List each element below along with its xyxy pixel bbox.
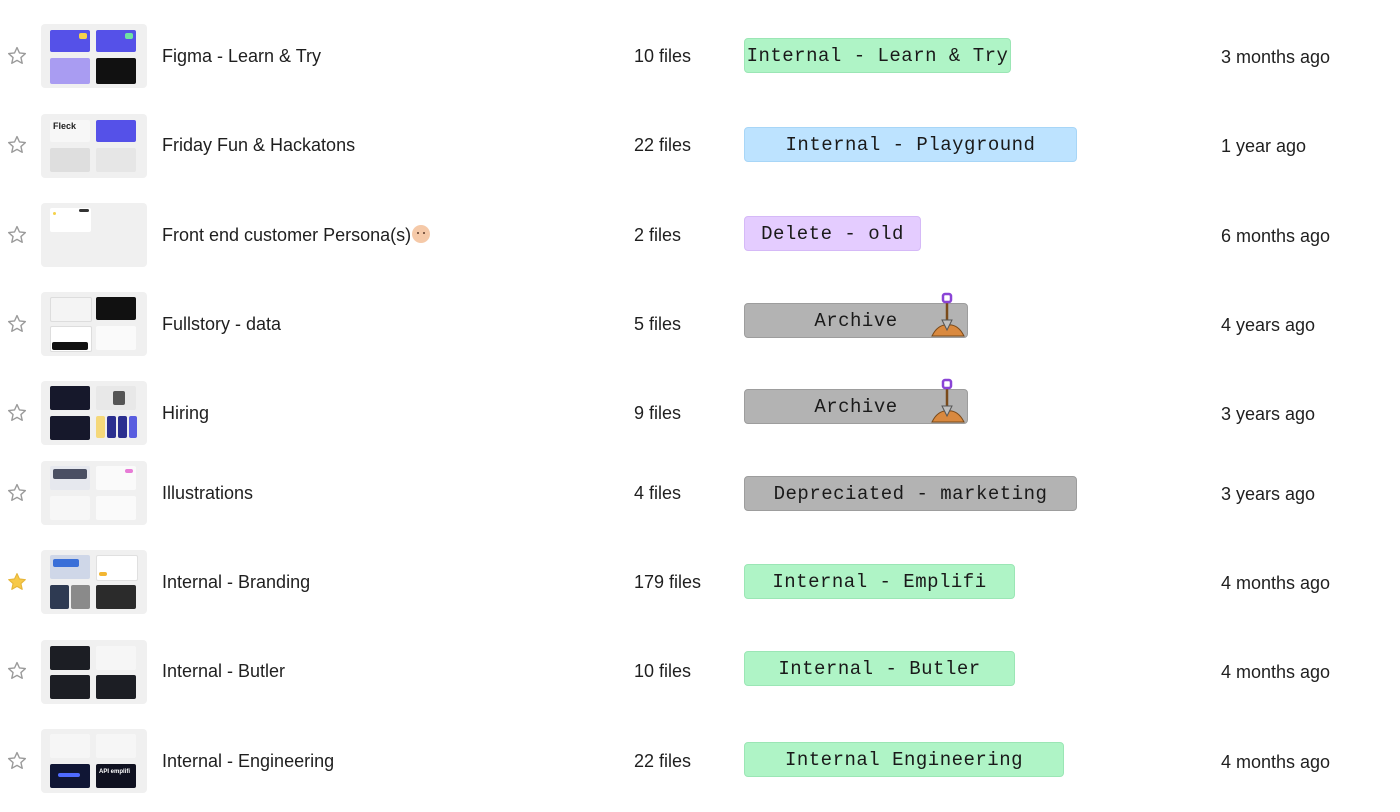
project-name[interactable]: Illustrations [162, 483, 254, 503]
status-tag[interactable]: Archive [744, 303, 968, 338]
last-modified: 3 years ago [1221, 484, 1316, 504]
status-tag[interactable]: Depreciated - marketing [744, 476, 1077, 511]
project-thumbnail[interactable]: Fleck [41, 114, 147, 178]
project-thumbnail[interactable] [41, 640, 147, 704]
last-modified: 4 months ago [1221, 752, 1331, 772]
last-modified: 3 years ago [1221, 404, 1316, 424]
star-icon[interactable] [6, 660, 28, 682]
last-modified: 6 months ago [1221, 226, 1331, 246]
last-modified: 4 years ago [1221, 315, 1316, 335]
project-name[interactable]: Internal - Butler [162, 661, 286, 681]
project-name[interactable]: Internal - Branding [162, 572, 311, 592]
star-icon[interactable] [6, 571, 28, 593]
project-thumbnail[interactable] [41, 381, 147, 445]
project-row[interactable]: Fullstory - data 5 files Archive 4 years… [0, 278, 1400, 367]
project-thumbnail[interactable]: API emplifi [41, 729, 147, 793]
project-name[interactable]: Figma - Learn & Try [162, 46, 322, 66]
thumbnail-caption: Fleck [53, 121, 77, 131]
project-row[interactable]: Fleck Friday Fun & Hackatons 22 files In… [0, 100, 1400, 189]
project-name[interactable]: Hiring [162, 403, 210, 423]
status-tag[interactable]: Internal - Playground [744, 127, 1077, 162]
star-icon[interactable] [6, 45, 28, 67]
file-count: 179 files [634, 572, 702, 592]
baby-face-icon [412, 225, 431, 243]
star-icon[interactable] [6, 402, 28, 424]
thumbnail-caption: API emplifi [99, 769, 131, 775]
star-icon[interactable] [6, 482, 28, 504]
star-icon[interactable] [6, 134, 28, 156]
project-row[interactable]: Illustrations 4 files Depreciated - mark… [0, 456, 1400, 545]
star-icon[interactable] [6, 750, 28, 772]
file-count: 10 files [634, 661, 692, 681]
shovel-icon [931, 378, 965, 423]
file-count: 22 files [634, 135, 692, 155]
status-tag[interactable]: Internal Engineering [744, 742, 1064, 777]
last-modified: 1 year ago [1221, 136, 1307, 156]
project-thumbnail[interactable] [41, 461, 147, 525]
project-thumbnail[interactable] [41, 292, 147, 356]
project-row[interactable]: API emplifi Internal - Engineering 22 fi… [0, 723, 1400, 812]
file-count: 2 files [634, 225, 682, 245]
project-row[interactable]: Front end customer Persona(s) 2 files De… [0, 189, 1400, 278]
last-modified: 4 months ago [1221, 662, 1331, 682]
status-tag[interactable]: Internal - Learn & Try [744, 38, 1011, 73]
project-thumbnail[interactable] [41, 203, 147, 267]
project-row[interactable]: Internal - Branding 179 files Internal -… [0, 545, 1400, 634]
status-tag[interactable]: Internal - Emplifi [744, 564, 1015, 599]
project-thumbnail[interactable] [41, 24, 147, 88]
file-count: 5 files [634, 314, 682, 334]
project-name[interactable]: Friday Fun & Hackatons [162, 135, 356, 155]
status-tag[interactable]: Internal - Butler [744, 651, 1015, 686]
last-modified: 3 months ago [1221, 47, 1331, 67]
status-tag[interactable]: Archive [744, 389, 968, 424]
project-row[interactable]: Figma - Learn & Try 10 files Internal - … [0, 11, 1400, 100]
project-row[interactable]: Internal - Butler 10 files Internal - Bu… [0, 634, 1400, 723]
file-count: 4 files [634, 483, 682, 503]
project-thumbnail[interactable] [41, 550, 147, 614]
star-icon[interactable] [6, 224, 28, 246]
file-count: 22 files [634, 751, 692, 771]
file-count: 9 files [634, 403, 682, 423]
shovel-icon [931, 292, 965, 337]
last-modified: 4 months ago [1221, 573, 1331, 593]
file-count: 10 files [634, 46, 692, 66]
status-tag[interactable]: Delete - old [744, 216, 921, 251]
project-name[interactable]: Fullstory - data [162, 314, 282, 334]
project-name[interactable]: Front end customer Persona(s) [162, 224, 431, 246]
project-name[interactable]: Internal - Engineering [162, 751, 335, 771]
project-row[interactable]: Hiring 9 files Archive 3 years ago [0, 367, 1400, 456]
star-icon[interactable] [6, 313, 28, 335]
